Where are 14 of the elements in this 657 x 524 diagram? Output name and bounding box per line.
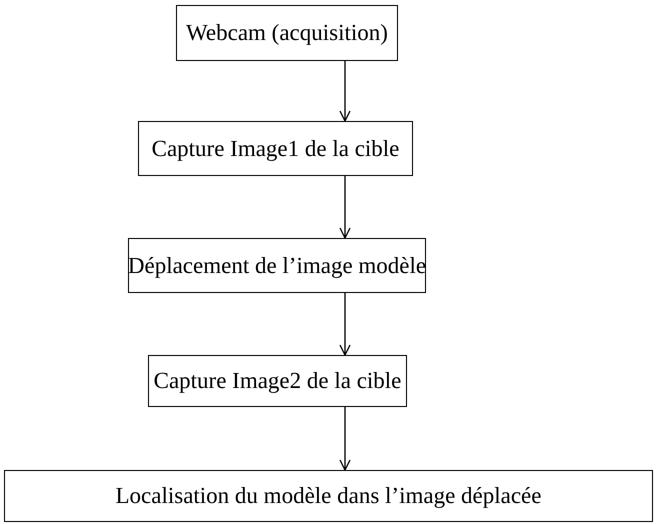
box-label: Capture Image2 de la cible <box>154 368 402 394</box>
arrow <box>339 61 351 122</box>
box-label: Localisation du modèle dans l’image déplacée <box>116 483 542 509</box>
arrow <box>339 176 351 239</box>
arrow <box>339 407 351 471</box>
process-box <box>4 470 653 522</box>
arrow <box>339 293 351 356</box>
box-label: Déplacement de l’image modèle <box>128 252 426 278</box>
box-label: Capture Image1 de la cible <box>152 136 400 162</box>
box-label: Webcam (acquisition) <box>186 20 388 46</box>
process-box <box>148 355 407 407</box>
process-box <box>128 238 426 293</box>
process-box <box>176 5 398 61</box>
process-box <box>138 121 413 176</box>
